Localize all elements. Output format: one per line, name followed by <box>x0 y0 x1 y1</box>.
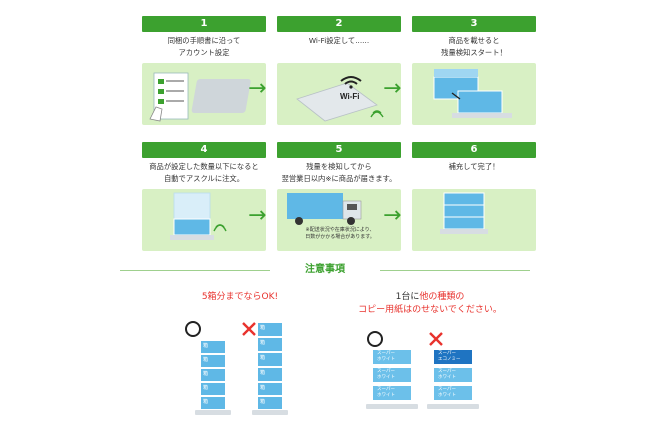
paper-box: スーパー ホワイト <box>433 367 473 383</box>
box: 箱 <box>257 367 283 382</box>
arrow-right-icon: → <box>248 76 267 101</box>
low-stock-illustration <box>170 192 227 240</box>
notes-title: 注意事項 <box>305 264 345 275</box>
caption-red-text: 他の種類の <box>419 292 465 302</box>
box: 箱 <box>257 337 283 352</box>
circle-ok-icon <box>367 331 383 347</box>
step-caption: 補充して完了！ <box>448 162 500 171</box>
step-caption: 同梱の手順書に沿って アカウント設定 <box>167 36 241 57</box>
paper-box: スーパー ホワイト <box>372 385 412 401</box>
step-caption: 残量を検知してから 翌営業日以内※に商品が届きます。 <box>281 162 397 183</box>
paper-box: スーパー ホワイト <box>372 349 412 365</box>
box: 箱 <box>257 322 283 337</box>
circle-ok-icon <box>185 321 201 337</box>
step-4: 4 商品が設定した数量以下になると 自動でアスクルに注文。 <box>142 142 266 251</box>
paper-box: スーパー ホワイト <box>433 385 473 401</box>
step-illustration <box>412 189 536 251</box>
box: 箱 <box>200 396 226 410</box>
paper-box: スーパー エコノミー <box>433 349 473 365</box>
box: 箱 <box>200 340 226 354</box>
step-illustration: ※配送状況や在庫状況により、 日数がかかる場合があります。 <box>277 189 401 251</box>
divider <box>120 270 270 271</box>
step-badge: 2 <box>277 16 401 32</box>
step-1: 1 同梱の手順書に沿って アカウント設定 <box>142 16 266 125</box>
box: 箱 <box>257 396 283 410</box>
notes-header: 注意事項 <box>120 263 530 277</box>
step-6: 6 補充して完了！ <box>412 142 536 251</box>
five-box-limit-caption: 5箱分までならOK! <box>201 292 279 302</box>
scale <box>427 404 479 409</box>
box: 箱 <box>200 382 226 396</box>
caption-red-text: コピー用紙はのせないでください。 <box>358 305 502 315</box>
account-setup-illustration <box>149 72 251 122</box>
step-badge: 6 <box>412 142 536 158</box>
arrow-right-icon: → <box>248 203 267 228</box>
delivery-truck-illustration <box>287 193 362 225</box>
step-5: 5 残量を検知してから 翌営業日以内※に商品が届きます。 ※配送状況や在庫状況に… <box>277 142 401 251</box>
step-caption: Wi-Fi設定して...... <box>308 36 370 45</box>
paper-box: スーパー ホワイト <box>372 367 412 383</box>
arrow-right-icon: → <box>383 76 402 101</box>
step-badge: 3 <box>412 16 536 32</box>
arrow-right-icon: → <box>383 203 402 228</box>
truck-note: ※配送状況や在庫状況により、 日数がかかる場合があります。 <box>305 227 375 240</box>
restocked-illustration <box>440 192 488 234</box>
scale <box>252 410 288 415</box>
step-badge: 4 <box>142 142 266 158</box>
step-badge: 1 <box>142 16 266 32</box>
step-badge: 5 <box>277 142 401 158</box>
scale <box>366 404 418 409</box>
wifi-device-illustration: Wi-Fi <box>296 76 384 122</box>
caption-text: 1台に <box>395 292 420 302</box>
cross-ng-icon <box>429 332 443 346</box>
step-illustration <box>142 63 266 125</box>
divider <box>380 270 530 271</box>
wifi-label: Wi-Fi <box>340 92 359 101</box>
boxes-on-scale-illustration <box>433 69 512 118</box>
step-caption: 商品が設定した数量以下になると 自動でアスクルに注文。 <box>149 162 259 183</box>
box: 箱 <box>257 352 283 367</box>
box: 箱 <box>200 354 226 368</box>
step-2: 2 Wi-Fi設定して...... Wi-Fi <box>277 16 401 125</box>
step-illustration <box>412 63 536 125</box>
step-3: 3 商品を載せると 残量検知スタート！ <box>412 16 536 125</box>
step-caption: 商品を載せると 残量検知スタート！ <box>441 36 507 57</box>
step-illustration: Wi-Fi <box>277 63 401 125</box>
scale <box>195 410 231 415</box>
no-mixed-paper-caption: 1台に他の種類の コピー用紙はのせないでください。 <box>345 291 515 317</box>
box: 箱 <box>257 382 283 396</box>
step-illustration <box>142 189 266 251</box>
wifi-icon <box>340 76 362 89</box>
box: 箱 <box>200 368 226 382</box>
cross-ng-icon <box>242 322 256 336</box>
